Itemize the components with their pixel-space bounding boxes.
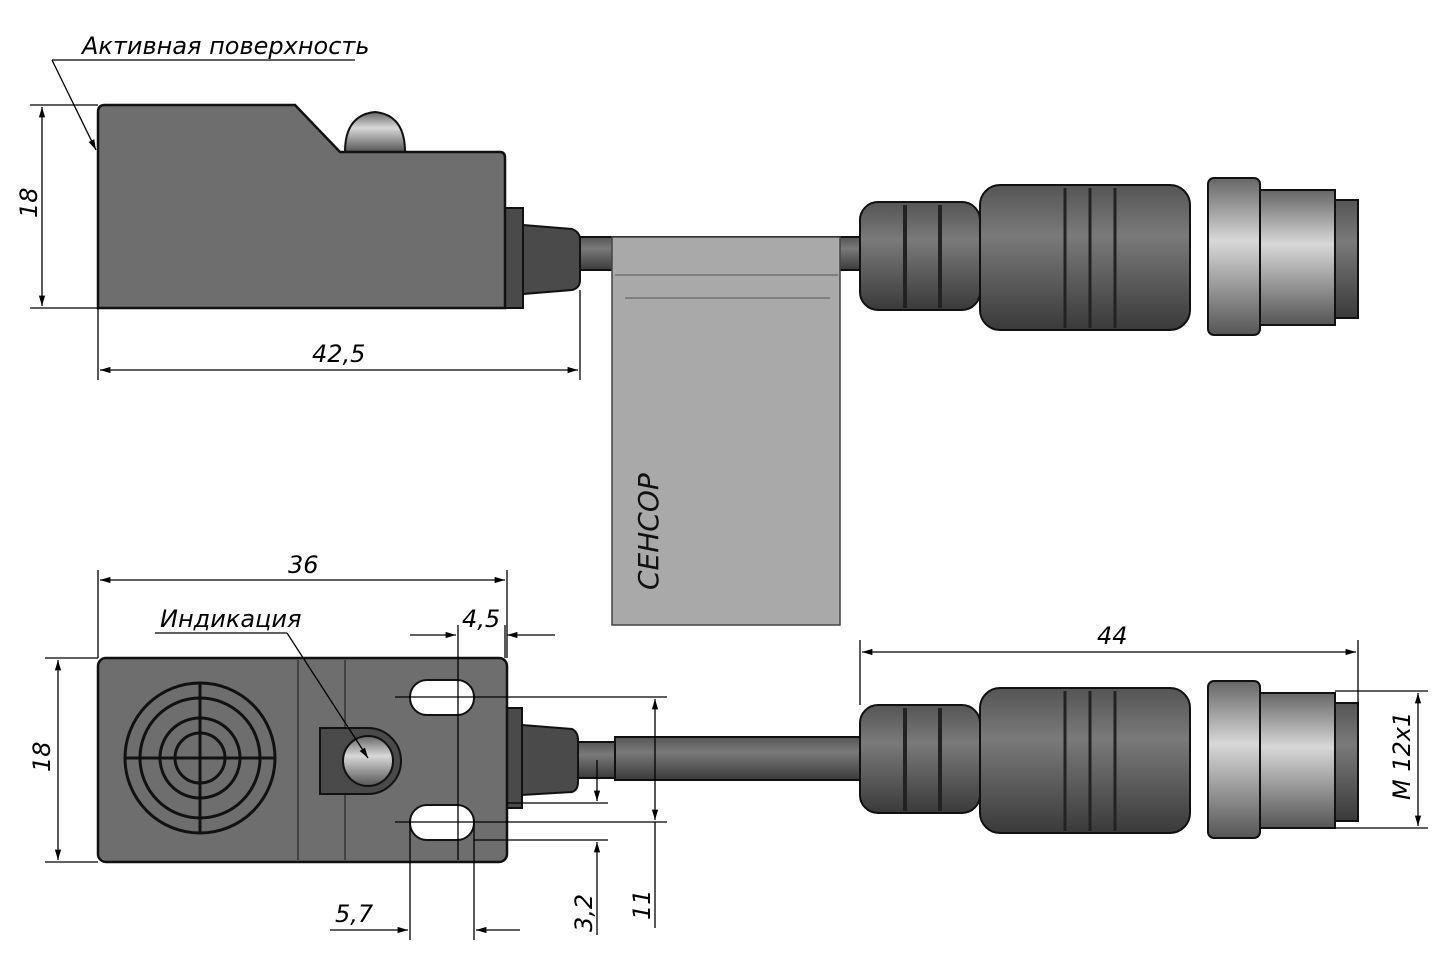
cable-gland — [506, 707, 523, 809]
label-flag — [611, 236, 841, 626]
indicator-led — [342, 735, 394, 787]
dim-slot-spacing: 5,7 — [335, 900, 374, 928]
bottom-view: 36 Индикация 4,5 44 18 M 12x1 5,7 3,2 11 — [28, 551, 1428, 940]
sensor-body-top — [96, 103, 507, 310]
brand-flag-text: СЕНСОР — [632, 473, 665, 590]
cable — [614, 736, 863, 781]
dim-top-length: 42,5 — [312, 340, 365, 368]
dim-connector-length: 44 — [1097, 622, 1128, 650]
indicator-knob — [343, 110, 407, 153]
cable-nut — [521, 723, 579, 797]
dim-top-height: 18 — [15, 187, 43, 218]
dim-thread: M 12x1 — [1388, 712, 1416, 800]
indication-label: Индикация — [160, 605, 301, 633]
dim-slot-offset: 4,5 — [462, 605, 500, 633]
connector-top — [859, 177, 1359, 336]
cable-gland — [504, 207, 524, 309]
dim-bottom-width: 36 — [288, 551, 319, 579]
top-view: СЕНСОР 18 42,5 Активная поверхность — [15, 32, 1359, 626]
cable-nut — [522, 223, 581, 296]
connector-bottom — [859, 680, 1359, 839]
dim-slot-distance: 11 — [628, 889, 656, 920]
dim-cable-offset: 3,2 — [570, 894, 598, 932]
active-surface-label: Активная поверхность — [80, 32, 370, 60]
sensing-face-icon — [123, 681, 277, 835]
dim-bottom-height: 18 — [28, 741, 56, 772]
